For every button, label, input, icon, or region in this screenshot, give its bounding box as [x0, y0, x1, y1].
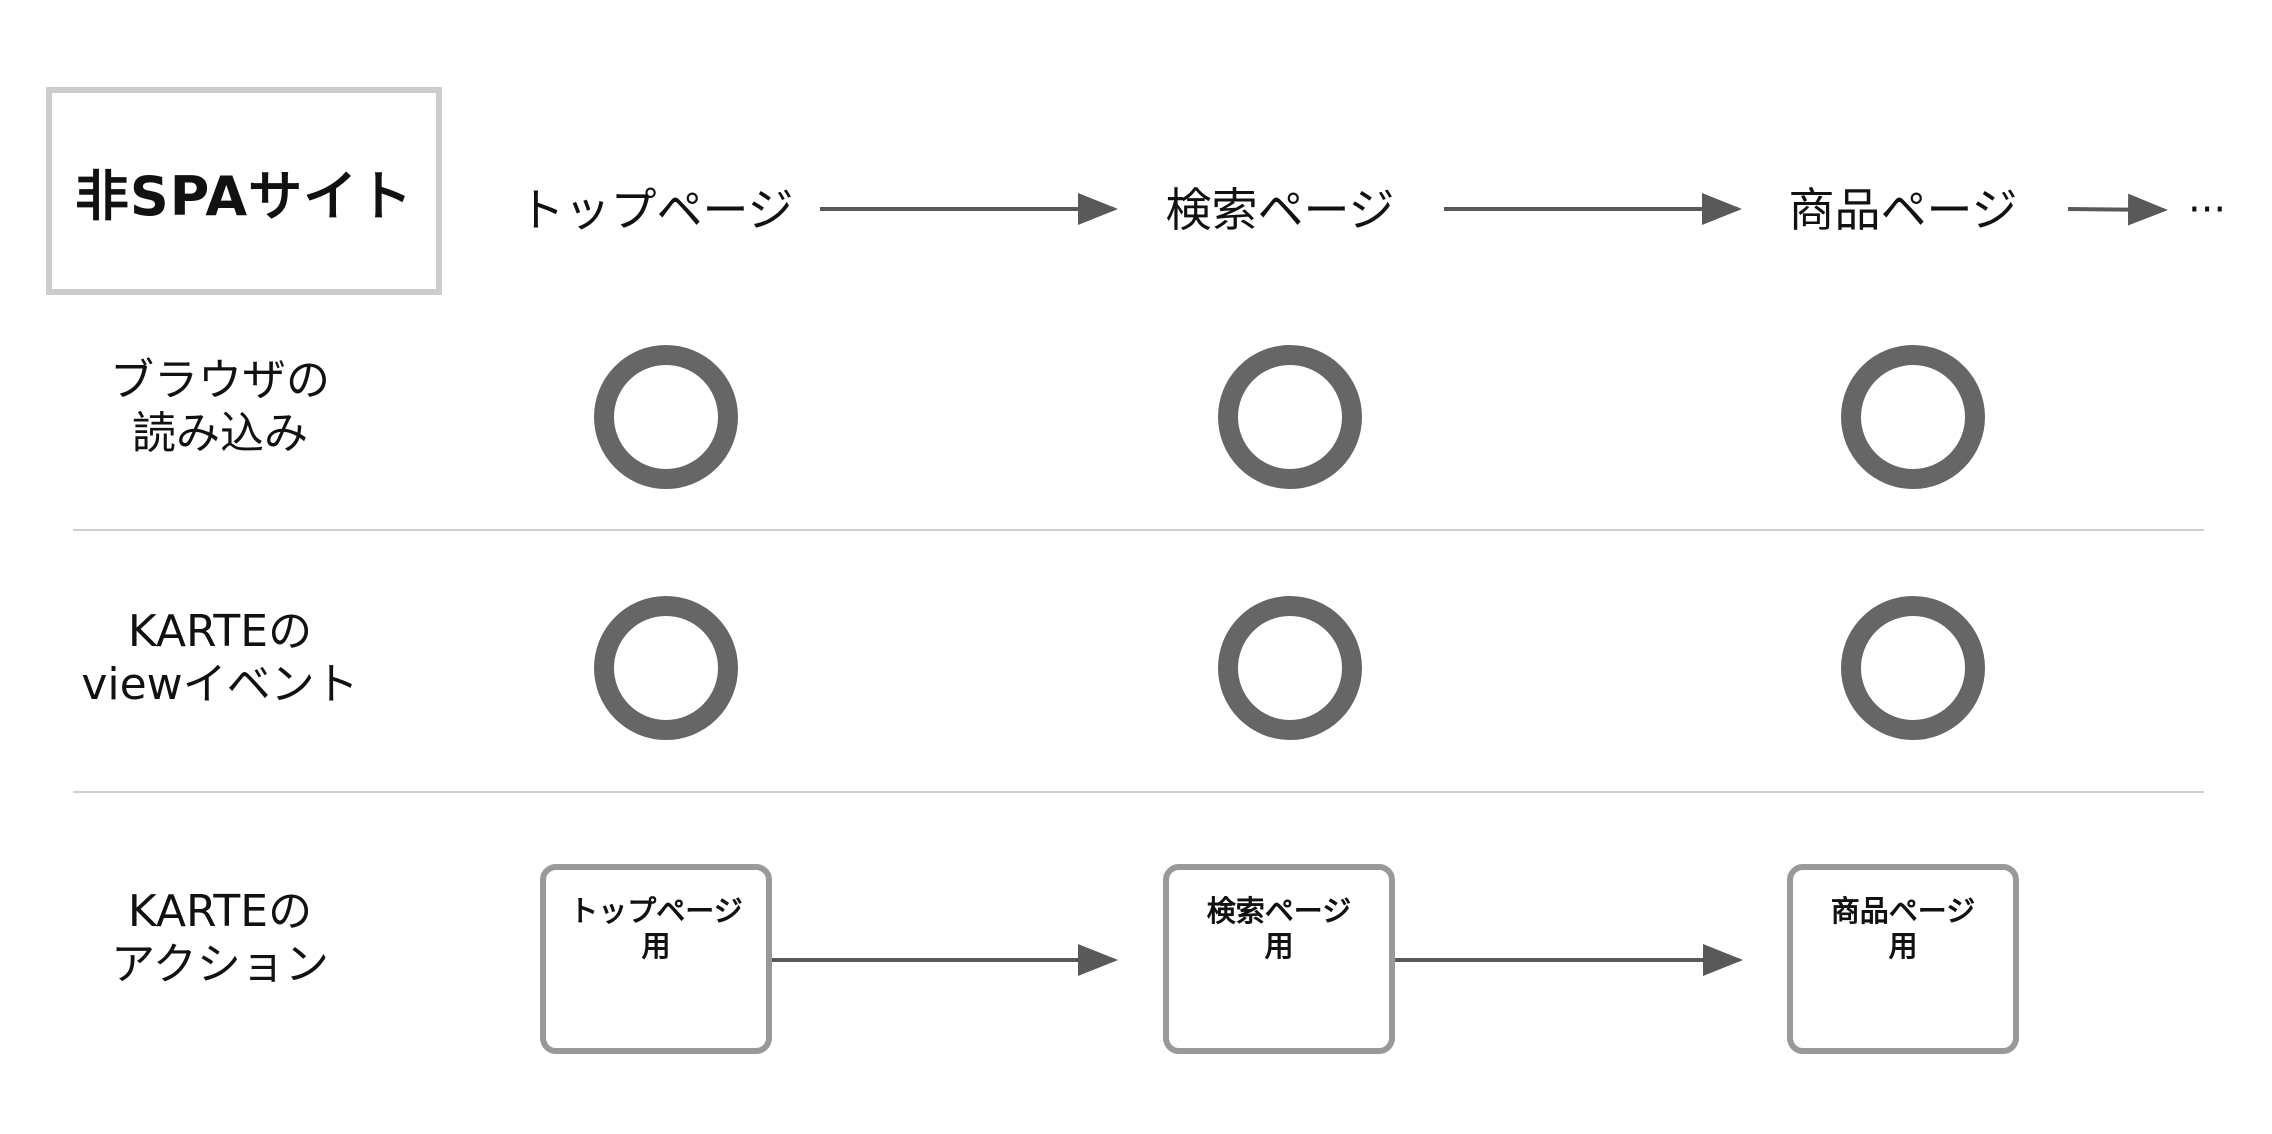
row-label-action: KARTEの アクション	[60, 885, 380, 991]
row-label-line: KARTEの	[127, 606, 313, 657]
row-label-line: KARTEの	[127, 886, 313, 937]
page-label-search: 検索ページ	[1165, 183, 1395, 237]
diagram-title: 非SPAサイト	[74, 164, 414, 228]
view-event-circle-top	[594, 596, 738, 740]
action-box-product: 商品ページ 用	[1787, 864, 2019, 1054]
row-separator	[73, 529, 2204, 531]
more-pages-ellipsis: ···	[2188, 187, 2227, 233]
browser-load-circle-top	[594, 345, 738, 489]
row-label-view-event: KARTEの viewイベント	[60, 605, 380, 711]
title-box: 非SPAサイト	[46, 87, 442, 295]
action-box-top: トップページ 用	[540, 864, 772, 1054]
browser-load-circle-product	[1841, 345, 1985, 489]
row-label-line: アクション	[111, 939, 329, 990]
browser-load-circle-search	[1218, 345, 1362, 489]
action-box-search: 検索ページ 用	[1163, 864, 1395, 1054]
action-box-label: 用	[641, 929, 671, 963]
view-event-circle-product	[1841, 596, 1985, 740]
action-box-label: 商品ページ	[1830, 894, 1976, 928]
action-box-label: 検索ページ	[1206, 894, 1352, 928]
view-event-circle-search	[1218, 596, 1362, 740]
row-label-line: ブラウザの	[110, 355, 330, 406]
page-label-top: トップページ	[518, 183, 794, 237]
action-box-label: 用	[1264, 929, 1294, 963]
row-label-line: viewイベント	[81, 659, 359, 710]
action-box-label: トップページ	[569, 894, 743, 928]
row-separator	[73, 791, 2204, 793]
row-label-line: 読み込み	[132, 408, 308, 459]
action-box-label: 用	[1888, 929, 1918, 963]
page-label-product: 商品ページ	[1788, 183, 2018, 237]
row-label-browser-load: ブラウザの 読み込み	[60, 354, 380, 460]
